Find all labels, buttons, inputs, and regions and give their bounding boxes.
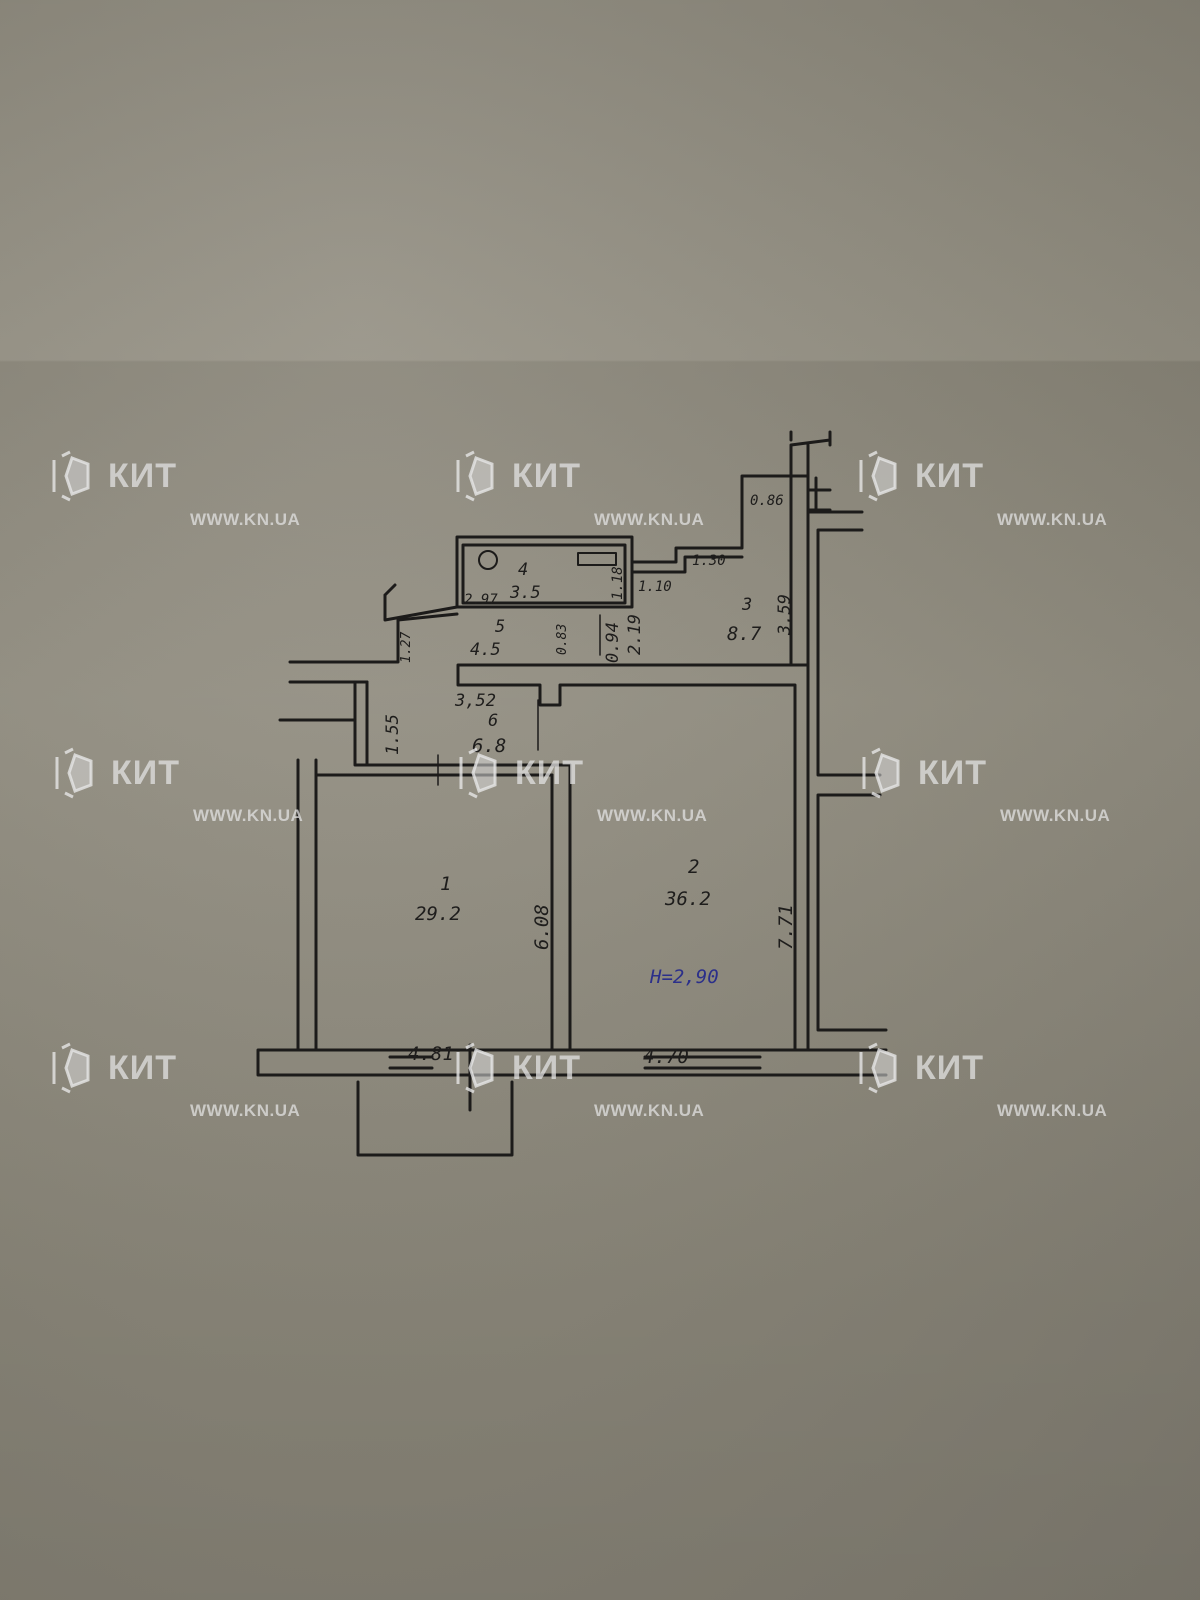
kit-logo-icon: [456, 450, 494, 502]
watermark-brand: КИТ: [915, 1048, 984, 1087]
kit-logo-icon: [459, 747, 497, 799]
dim-room2-width: 4.70: [643, 1046, 689, 1068]
dim-room3-depth: 3.59: [775, 594, 795, 636]
dim-room4-width: 2.97: [464, 592, 498, 608]
walls: [256, 430, 888, 1157]
kit-logo-icon: [859, 450, 897, 502]
watermark-logo: КИТ: [855, 1042, 984, 1094]
room-3-number: 3: [741, 595, 752, 615]
room-labels: 1 29.2 2 36.2 3 8.7 4 3.5 5 4.5 6 6.8 H=…: [415, 560, 762, 988]
watermark-url: WWW.KN.UA: [997, 510, 1108, 529]
room-4-area: 3.5: [509, 583, 541, 603]
room-5-number: 5: [495, 617, 505, 637]
dim-room2-depth: 7.71: [775, 904, 797, 950]
watermark-brand: КИТ: [111, 753, 180, 792]
kit-logo-icon: [52, 450, 90, 502]
watermark-brand: КИТ: [108, 456, 177, 495]
kit-logo-icon: [55, 747, 93, 799]
room-3-area: 8.7: [727, 623, 762, 645]
ceiling-height: H=2,90: [649, 966, 719, 988]
room-1-area: 29.2: [415, 903, 461, 925]
dimension-labels: 4.81 4.70 6.08 7.71 3,52 1.55 1.27 0.83 …: [383, 493, 797, 1068]
dim-room1-width: 4.81: [408, 1043, 454, 1065]
dim-room4-depth: 1.18: [610, 566, 626, 600]
watermark-url: WWW.KN.UA: [997, 1101, 1108, 1120]
kit-logo-icon: [456, 1042, 494, 1094]
watermark-url: WWW.KN.UA: [597, 806, 708, 825]
watermark-logo: КИТ: [858, 747, 987, 799]
room-2-number: 2: [688, 856, 699, 878]
watermark-brand: КИТ: [915, 456, 984, 495]
kit-logo-icon: [862, 747, 900, 799]
watermark-url: WWW.KN.UA: [190, 510, 301, 529]
watermark-brand: КИТ: [515, 753, 584, 792]
watermark-brand: КИТ: [918, 753, 987, 792]
dim-room5-right: 0.94: [603, 622, 623, 663]
watermark-logo: КИТ: [455, 747, 584, 799]
dim-room3-door: 2.19: [625, 614, 645, 655]
room-6-number: 6: [488, 711, 498, 731]
dim-room1-depth: 6.08: [531, 904, 553, 950]
watermark-url: WWW.KN.UA: [1000, 806, 1111, 825]
watermark-logo: КИТ: [452, 450, 581, 502]
dim-shaft-width: 0.86: [750, 493, 784, 509]
dim-room3-width: 1.10: [638, 579, 672, 595]
watermark-logo: КИТ: [855, 450, 984, 502]
dim-niche-width: 1.30: [692, 553, 726, 569]
dim-room6-width: 3,52: [454, 691, 496, 711]
watermark-url: WWW.KN.UA: [594, 1101, 705, 1120]
room-5-area: 4.5: [470, 640, 501, 660]
room-4-number: 4: [518, 560, 528, 580]
room-1-number: 1: [440, 873, 451, 895]
watermark-logo: КИТ: [48, 1042, 177, 1094]
watermark-brand: КИТ: [108, 1048, 177, 1087]
kit-logo-icon: [859, 1042, 897, 1094]
dim-room5-mid: 0.83: [555, 624, 570, 655]
dim-room5-left: 1.27: [399, 632, 414, 663]
room-2-area: 36.2: [664, 888, 711, 910]
watermark-logo: КИТ: [51, 747, 180, 799]
watermark-logo: КИТ: [452, 1042, 581, 1094]
dim-room6-depth: 1.55: [383, 714, 403, 755]
watermark-brand: КИТ: [512, 1048, 581, 1087]
watermark-brand: КИТ: [512, 456, 581, 495]
room-6-area: 6.8: [472, 735, 506, 757]
watermark-url: WWW.KN.UA: [190, 1101, 301, 1120]
watermark-url: WWW.KN.UA: [594, 510, 705, 529]
kit-logo-icon: [52, 1042, 90, 1094]
watermark-url: WWW.KN.UA: [193, 806, 304, 825]
watermark-logo: КИТ: [48, 450, 177, 502]
